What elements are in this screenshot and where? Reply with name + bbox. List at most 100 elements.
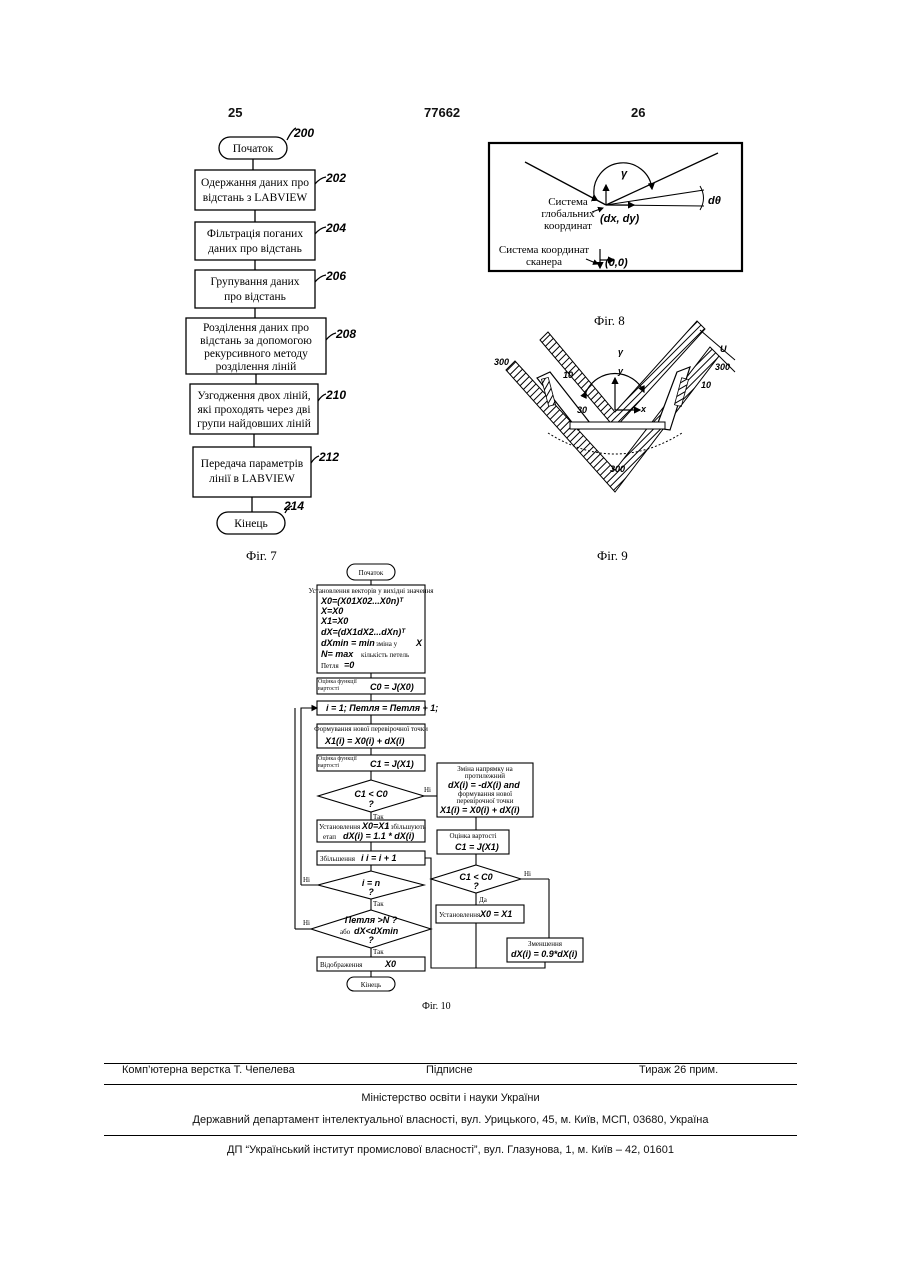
fig9-caption: Фіг. 9 xyxy=(597,548,628,563)
footer-department: Державний департамент інтелектуальної вл… xyxy=(0,1114,901,1126)
fig9-x: x xyxy=(640,404,647,414)
fig10-new-trial-label: Формування нової перевірочної точки xyxy=(314,725,428,733)
fig10-init-6b: кількість петель xyxy=(361,651,409,659)
fig10-caption: Фіг. 10 xyxy=(422,1001,451,1012)
footer-ministry: Міністерство освіти і науки України xyxy=(0,1092,901,1104)
fig7-step-210-l2: які проходять через дві xyxy=(197,404,310,416)
fig9-u: U xyxy=(720,344,727,354)
fig7-start-ref: 200 xyxy=(293,126,314,140)
fig8-global-label-1: Система xyxy=(548,196,588,208)
fig10-update-c: і збільшують xyxy=(387,823,426,831)
fig10-cost2-expr: C1 = J(X1) xyxy=(370,759,414,769)
fig10-cond2-q: ? xyxy=(368,887,374,897)
footer-rule-3 xyxy=(104,1135,797,1136)
fig10-cond1: C1 < C0 xyxy=(354,789,387,799)
fig10-cond4-yes: Да xyxy=(479,896,488,904)
footer-signed: Підписне xyxy=(426,1064,473,1076)
footer-rule-2 xyxy=(104,1084,797,1085)
fig7-ref-204: 204 xyxy=(325,221,346,235)
fig8-point: (dx, dy) xyxy=(600,213,639,225)
fig9-ref-300-a: 300 xyxy=(494,357,509,367)
fig10-rev-expr-1: dX(i) = -dX(i) and xyxy=(448,780,520,790)
fig10-set-label: Установлення xyxy=(439,911,481,919)
fig7-step-202-l1: Одержання даних про xyxy=(201,177,309,189)
fig7-caption: Фіг. 7 xyxy=(246,548,277,563)
fig8-global-label-2: глобальних xyxy=(541,208,595,220)
fig10-update-d: етап xyxy=(323,833,336,841)
fig10-update-a: Установлення xyxy=(319,823,361,831)
fig10-cond3-yes: Так xyxy=(373,948,384,956)
fig10-update-e: dX(i) = 1.1 * dX(i) xyxy=(343,831,414,841)
fig7-step-212 xyxy=(193,447,311,497)
fig10-dec-expr: dX(i) = 0.9*dX(i) xyxy=(511,949,577,959)
fig10-rev-title-2: протилежний xyxy=(465,772,505,780)
fig10-cond2-no: Ні xyxy=(303,876,310,884)
fig8-dtheta: dθ xyxy=(708,195,721,207)
fig7-step-208-l2: відстань за допомогою xyxy=(200,335,312,347)
fig10-init-2: X=X0 xyxy=(320,606,343,616)
fig7-start-label: Початок xyxy=(233,143,274,155)
fig9-y: y xyxy=(617,366,624,376)
fig7-step-208-l4: розділення ліній xyxy=(216,361,297,373)
fig7-step-212-l2: лінії в LABVIEW xyxy=(209,473,295,485)
fig10-rev-title-4: перевірочної точки xyxy=(457,797,514,805)
fig8-caption: Фіг. 8 xyxy=(594,313,625,328)
fig10-start: Початок xyxy=(359,569,384,577)
fig10-update-b: X0=X1 xyxy=(361,821,389,831)
fig10-end: Кінець xyxy=(361,981,381,989)
fig10-cond3c: dX<dXmin xyxy=(354,926,399,936)
fig10-cost2-label: Оцінка функції вартості xyxy=(318,756,368,770)
fig10-init-5a: dXmin = min xyxy=(321,638,375,648)
fig7-ref-206: 206 xyxy=(325,269,346,283)
fig8-global-label-3: координат xyxy=(544,220,592,232)
fig10-incr-label: Збільшення xyxy=(320,855,356,863)
fig10-set-expr: X0 = X1 xyxy=(479,909,512,919)
fig10-init-5b: зміна у xyxy=(376,640,398,648)
fig8-gamma: γ xyxy=(621,168,628,180)
fig7-step-208-l3: рекурсивного методу xyxy=(204,348,308,360)
fig7-ref-210: 210 xyxy=(325,388,346,402)
fig7-ref-208: 208 xyxy=(335,327,356,341)
fig10-init-6a: N= max xyxy=(321,649,354,659)
fig10-cond3b: або xyxy=(340,928,351,936)
fig10-cond4-no: Ні xyxy=(524,870,531,878)
fig10-dec-label: Зменшення xyxy=(528,940,563,948)
footer-print-run: Тираж 26 прим. xyxy=(639,1064,718,1076)
fig10-init-7a: Петля xyxy=(321,662,340,670)
fig10-cond3-q: ? xyxy=(368,935,374,945)
fig10-cond1-yes: Так xyxy=(373,813,384,821)
fig9-ref-10-b: 10 xyxy=(701,380,711,390)
fig7-end-label: Кінець xyxy=(234,518,268,530)
fig10-init-1: X0=(X01X02...X0n)ᵀ xyxy=(320,596,404,606)
fig7-step-202 xyxy=(195,170,315,210)
fig10-cond3a: Петля >N ? xyxy=(345,915,398,925)
fig7-step-206-l1: Групування даних xyxy=(210,276,299,288)
fig8-origin: (0,0) xyxy=(605,257,628,269)
fig10-display-expr: X0 xyxy=(384,959,396,969)
fig7-step-212-l1: Передача параметрів xyxy=(201,458,304,470)
fig10-new-trial-expr: X1(i) = X0(i) + dX(i) xyxy=(324,736,405,746)
fig7-step-210-l3: групи найдовших ліній xyxy=(197,418,311,430)
fig7-step-202-l2: відстань з LABVIEW xyxy=(203,192,308,204)
fig10-cond1-no: Ні xyxy=(424,786,431,794)
fig10-cost-label: Оцінка функції вартості xyxy=(318,679,366,693)
fig10-init-title: Установлення векторів у вихідні значення xyxy=(308,587,434,595)
fig7-step-208-l1: Розділення даних про xyxy=(203,322,309,334)
fig7-step-210-l1: Узгодження двох ліній, xyxy=(197,390,310,402)
fig9-ref-300-b: 300 xyxy=(715,362,730,372)
fig10-cost3-expr: C1 = J(X1) xyxy=(455,842,499,852)
fig10-init-4: dX=(dX1dX2...dXn)ᵀ xyxy=(321,627,406,637)
footer-layout-credit: Комп’ютерна верстка Т. Чепелева xyxy=(122,1064,295,1076)
fig7-step-206-l2: про відстань xyxy=(224,291,286,303)
fig10-cost3-label: Оцінка вартості xyxy=(449,832,496,840)
fig9-ref-30: 30 xyxy=(577,405,587,415)
fig7-step-204-l2: даних про відстань xyxy=(208,243,302,255)
fig9-ref-300-c: 300 xyxy=(610,464,625,474)
fig7-ref-212: 212 xyxy=(318,450,339,464)
fig10-init-5c: X xyxy=(415,638,423,648)
fig10-cost-expr: C0 = J(X0) xyxy=(370,682,414,692)
fig10-cond2-yes: Так xyxy=(373,900,384,908)
fig10-rev-expr-2: X1(i) = X0(i) + dX(i) xyxy=(439,805,520,815)
fig10-cond3-no: Ні xyxy=(303,919,310,927)
